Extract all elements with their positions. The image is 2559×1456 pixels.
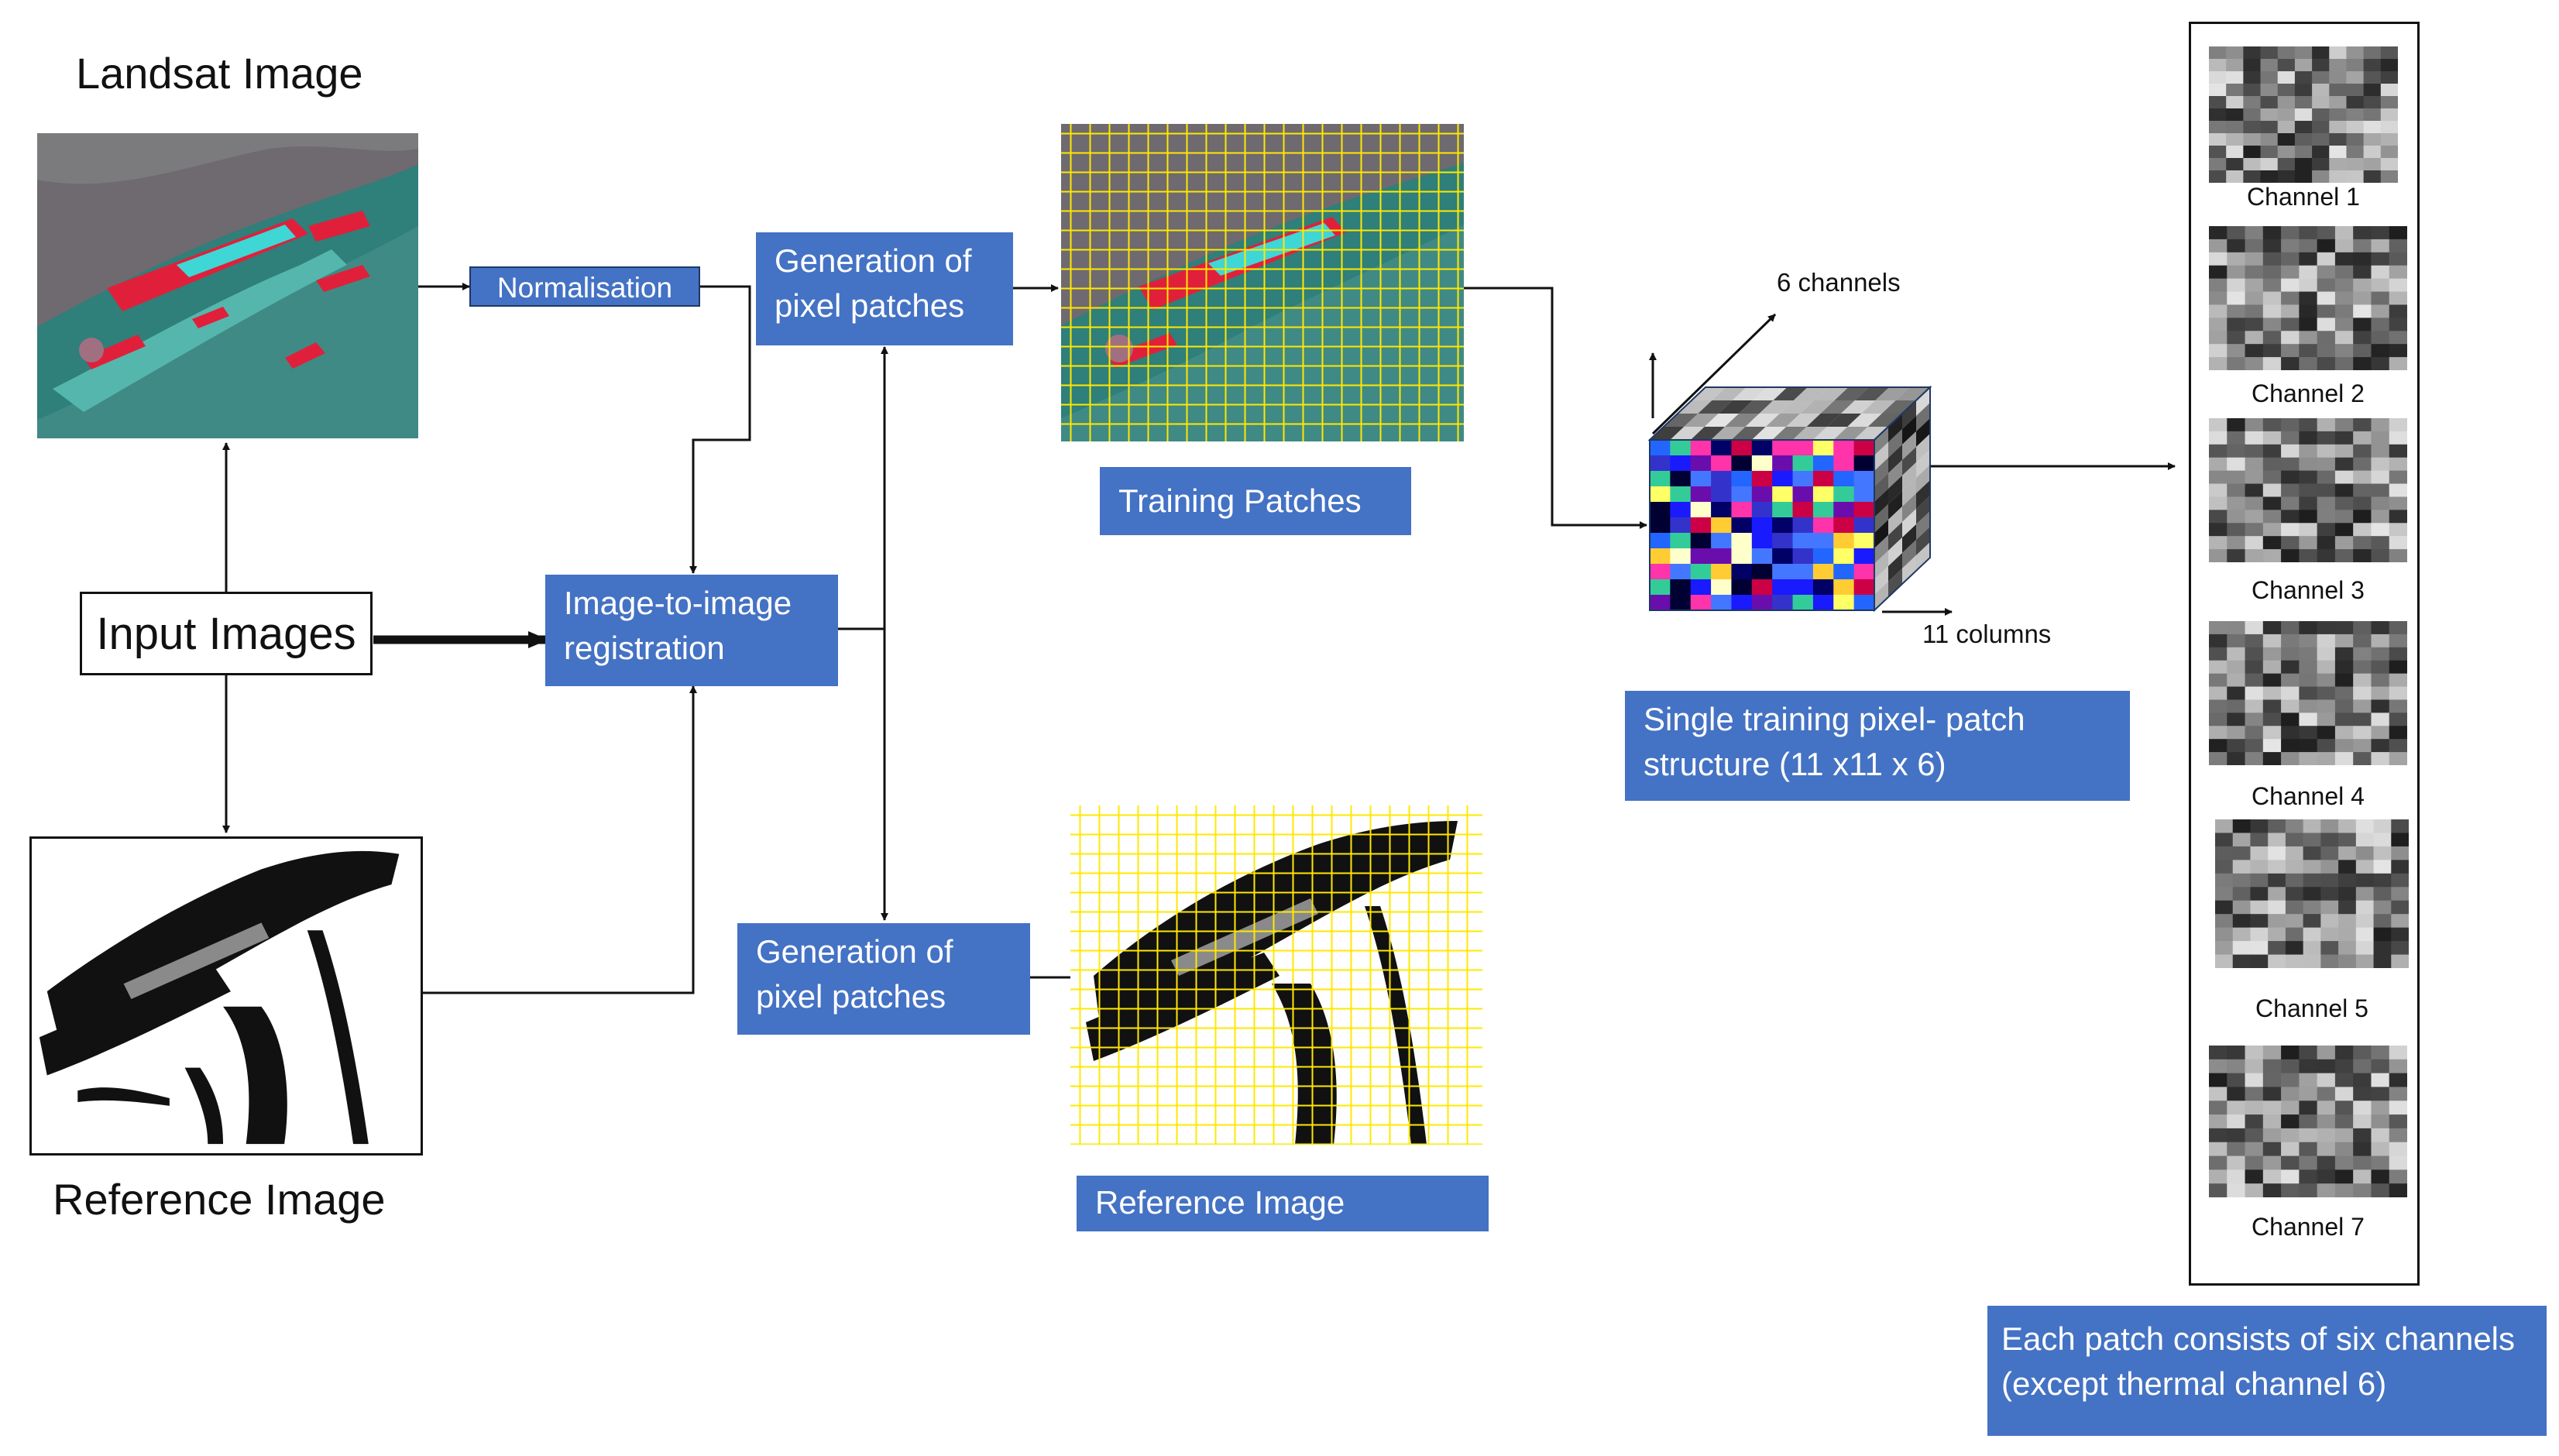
arrow-training-to-cube [1464, 287, 1647, 529]
input-images-label: Input Images [96, 608, 356, 659]
channel-2-label: Channel 2 [2252, 379, 2365, 407]
training-patches-box: Training Patches [1100, 467, 1411, 535]
each-patch-box: Each patch consists of six channels (exc… [1987, 1306, 2547, 1436]
channel-2-patch [2209, 226, 2407, 370]
six-channels-label: 6 channels [1777, 268, 1901, 297]
channel-3-patch [2209, 418, 2407, 562]
training-patches-image [1061, 124, 1464, 441]
single-patch-line2: structure (11 x11 x 6) [1644, 745, 1946, 782]
each-patch-line2: (except thermal channel 6) [2001, 1365, 2387, 1402]
channel-7-patch [2209, 1046, 2407, 1197]
training-patches-label: Training Patches [1118, 482, 1362, 519]
reference-patches-label: Reference Image Patches [1095, 1184, 1345, 1265]
channel-5-patch [2215, 819, 2409, 968]
generation-top-line1: Generation of [775, 242, 972, 279]
input-images-box: Input Images [80, 592, 373, 675]
channel-3-label: Channel 3 [2252, 576, 2365, 604]
reference-image [29, 836, 423, 1156]
channel-4-label: Channel 4 [2252, 782, 2365, 810]
eleven-columns-label: 11 columns [1922, 620, 2052, 648]
reference-image-title: Reference Image [53, 1175, 386, 1224]
registration-line1: Image-to-image [564, 585, 792, 621]
single-patch-box: Single training pixel- patch structure (… [1625, 691, 2130, 801]
registration-line2: registration [564, 629, 725, 666]
reference-patches-image [1070, 805, 1482, 1145]
arrow-normalisation-to-registration [689, 285, 751, 574]
generation-top-line2: pixel patches [775, 287, 965, 324]
channel-1-label: Channel 1 [2247, 183, 2360, 211]
landsat-image-title: Landsat Image [76, 49, 363, 98]
reference-patches-box: Reference Image Patches [1077, 1176, 1489, 1265]
single-patch-line1: Single training pixel- patch [1644, 701, 2025, 737]
registration-box: Image-to-image registration [545, 575, 838, 686]
normalisation-box: Normalisation [469, 266, 700, 307]
patch-cube [1642, 379, 1936, 612]
landsat-image [37, 133, 418, 438]
channel-5-label: Channel 5 [2255, 994, 2368, 1022]
each-patch-line1: Each patch consists of six channels [2001, 1320, 2516, 1357]
generation-bottom-box: Generation of pixel patches [737, 923, 1030, 1035]
arrow-reference-to-registration [423, 685, 697, 994]
channel-1-patch [2209, 46, 2398, 183]
generation-bottom-line2: pixel patches [756, 977, 946, 1015]
generation-top-box: Generation of pixel patches [756, 232, 1013, 345]
normalisation-label: Normalisation [496, 272, 673, 304]
channel-4-patch [2209, 621, 2407, 765]
cube-axis-depth [1651, 313, 1777, 435]
channel-7-label: Channel 7 [2252, 1213, 2365, 1241]
generation-bottom-line1: Generation of [756, 933, 953, 970]
